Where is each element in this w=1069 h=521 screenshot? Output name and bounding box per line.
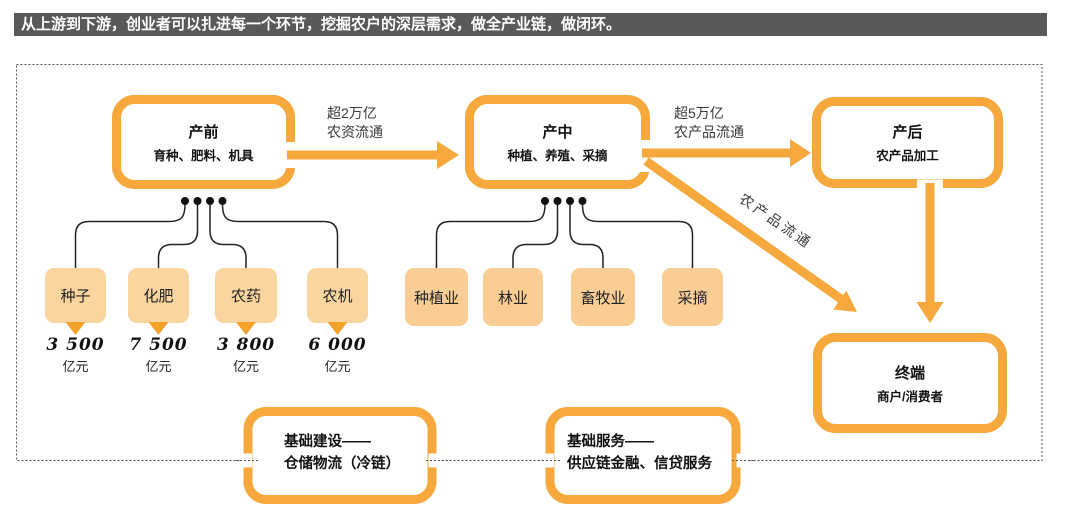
value-number: 7 500 [129, 335, 188, 355]
value-seed: 3 500 亿元 [31, 335, 121, 375]
stage-title: 终端 [894, 364, 925, 382]
category-label-forestry: 林业 [497, 289, 528, 307]
picking-box [662, 268, 723, 326]
category-label-livestock: 畜牧业 [580, 289, 626, 307]
stage-title: 产前 [188, 123, 219, 141]
fertilizer-box [128, 268, 189, 323]
connector-dot [578, 197, 587, 205]
infra-line: 基础服务—— [567, 434, 654, 450]
down-pointer-icon [236, 322, 256, 335]
category-label-pesticide: 农药 [230, 288, 261, 305]
forestry-box [483, 268, 543, 326]
category-label-planting: 种植业 [413, 289, 459, 307]
flow-line: 超2万亿 [327, 105, 377, 121]
seed-box [45, 268, 106, 323]
down-pointer-icon [327, 322, 348, 335]
down-pointer-icon [148, 322, 169, 335]
connector-dot [553, 197, 562, 205]
infra-line: 供应链金融、信贷服务 [567, 456, 712, 472]
header-caption: 从上游到下游，创业者可以扎进每一个环节，挖掘农户的深层需求，做全产业链，做闭环。 [14, 13, 1047, 36]
post-production-label: 产后 农产品加工 [812, 97, 1003, 188]
connector-dot [218, 197, 227, 205]
category-label-picking: 采摘 [677, 289, 708, 307]
mid-production-label: 产中 种植、养殖、采摘 [465, 95, 650, 189]
stage-subtitle: 育种、肥料、机具 [153, 148, 254, 163]
value-number: 6 000 [308, 335, 367, 355]
infra-line: 基础建设—— [284, 434, 371, 450]
connector-dot [541, 197, 549, 205]
flow-line: 农产品流通 [674, 124, 744, 140]
mid-connector-lines [435, 197, 694, 268]
value-unit: 亿元 [62, 359, 89, 374]
flow-line: 超5万亿 [674, 105, 724, 121]
infrastructure-label: 基础建设—— 仓储物流（冷链） [284, 431, 400, 475]
stage-title: 产中 [542, 123, 573, 141]
livestock-box [571, 268, 635, 326]
category-label-fertilizer: 化肥 [143, 288, 174, 305]
stage-subtitle: 种植、养殖、采摘 [507, 148, 608, 163]
pre-connector-lines [74, 197, 339, 268]
value-number: 3 500 [46, 335, 105, 355]
value-unit: 亿元 [324, 359, 351, 374]
connector-dot [206, 197, 214, 205]
stage-title: 产后 [892, 124, 923, 141]
category-label-seed: 种子 [60, 288, 91, 305]
post-production-box [812, 97, 1003, 188]
dotted-container-border [16, 64, 1043, 461]
arrow-post-to-terminal [916, 183, 944, 323]
infra-line: 仓储物流（冷链） [284, 456, 400, 472]
terminal-box [813, 333, 1007, 433]
value-unit: 亿元 [232, 359, 259, 374]
arrow-mid-to-post [642, 139, 811, 167]
category-label-machinery: 农机 [322, 288, 353, 305]
stage-subtitle: 农产品加工 [876, 149, 939, 163]
down-pointer-icon [65, 322, 86, 335]
arrow-pre-to-mid [287, 141, 459, 169]
flow-label-pre-to-mid: 超2万亿 农资流通 [327, 104, 383, 142]
connector-dot [193, 197, 202, 205]
terminal-label: 终端 商户/消费者 [813, 333, 1007, 433]
value-fertilizer: 7 500 亿元 [114, 335, 204, 375]
connector-dot [566, 197, 574, 205]
pesticide-box [215, 268, 277, 323]
value-pesticide: 3 800 亿元 [201, 335, 291, 375]
arrow-mid-to-terminal [643, 157, 857, 312]
value-machinery: 6 000 亿元 [293, 335, 383, 375]
value-unit: 亿元 [145, 359, 172, 374]
machinery-box [307, 268, 368, 323]
stage-subtitle: 商户/消费者 [877, 389, 943, 404]
flow-line: 农资流通 [327, 124, 383, 140]
flow-label-mid-to-post: 超5万亿 农产品流通 [674, 104, 744, 142]
services-label: 基础服务—— 供应链金融、信贷服务 [567, 431, 712, 475]
value-number: 3 800 [216, 335, 276, 355]
planting-box [405, 268, 468, 326]
pre-production-label: 产前 育种、肥料、机具 [112, 95, 295, 189]
connector-dot [181, 197, 189, 205]
